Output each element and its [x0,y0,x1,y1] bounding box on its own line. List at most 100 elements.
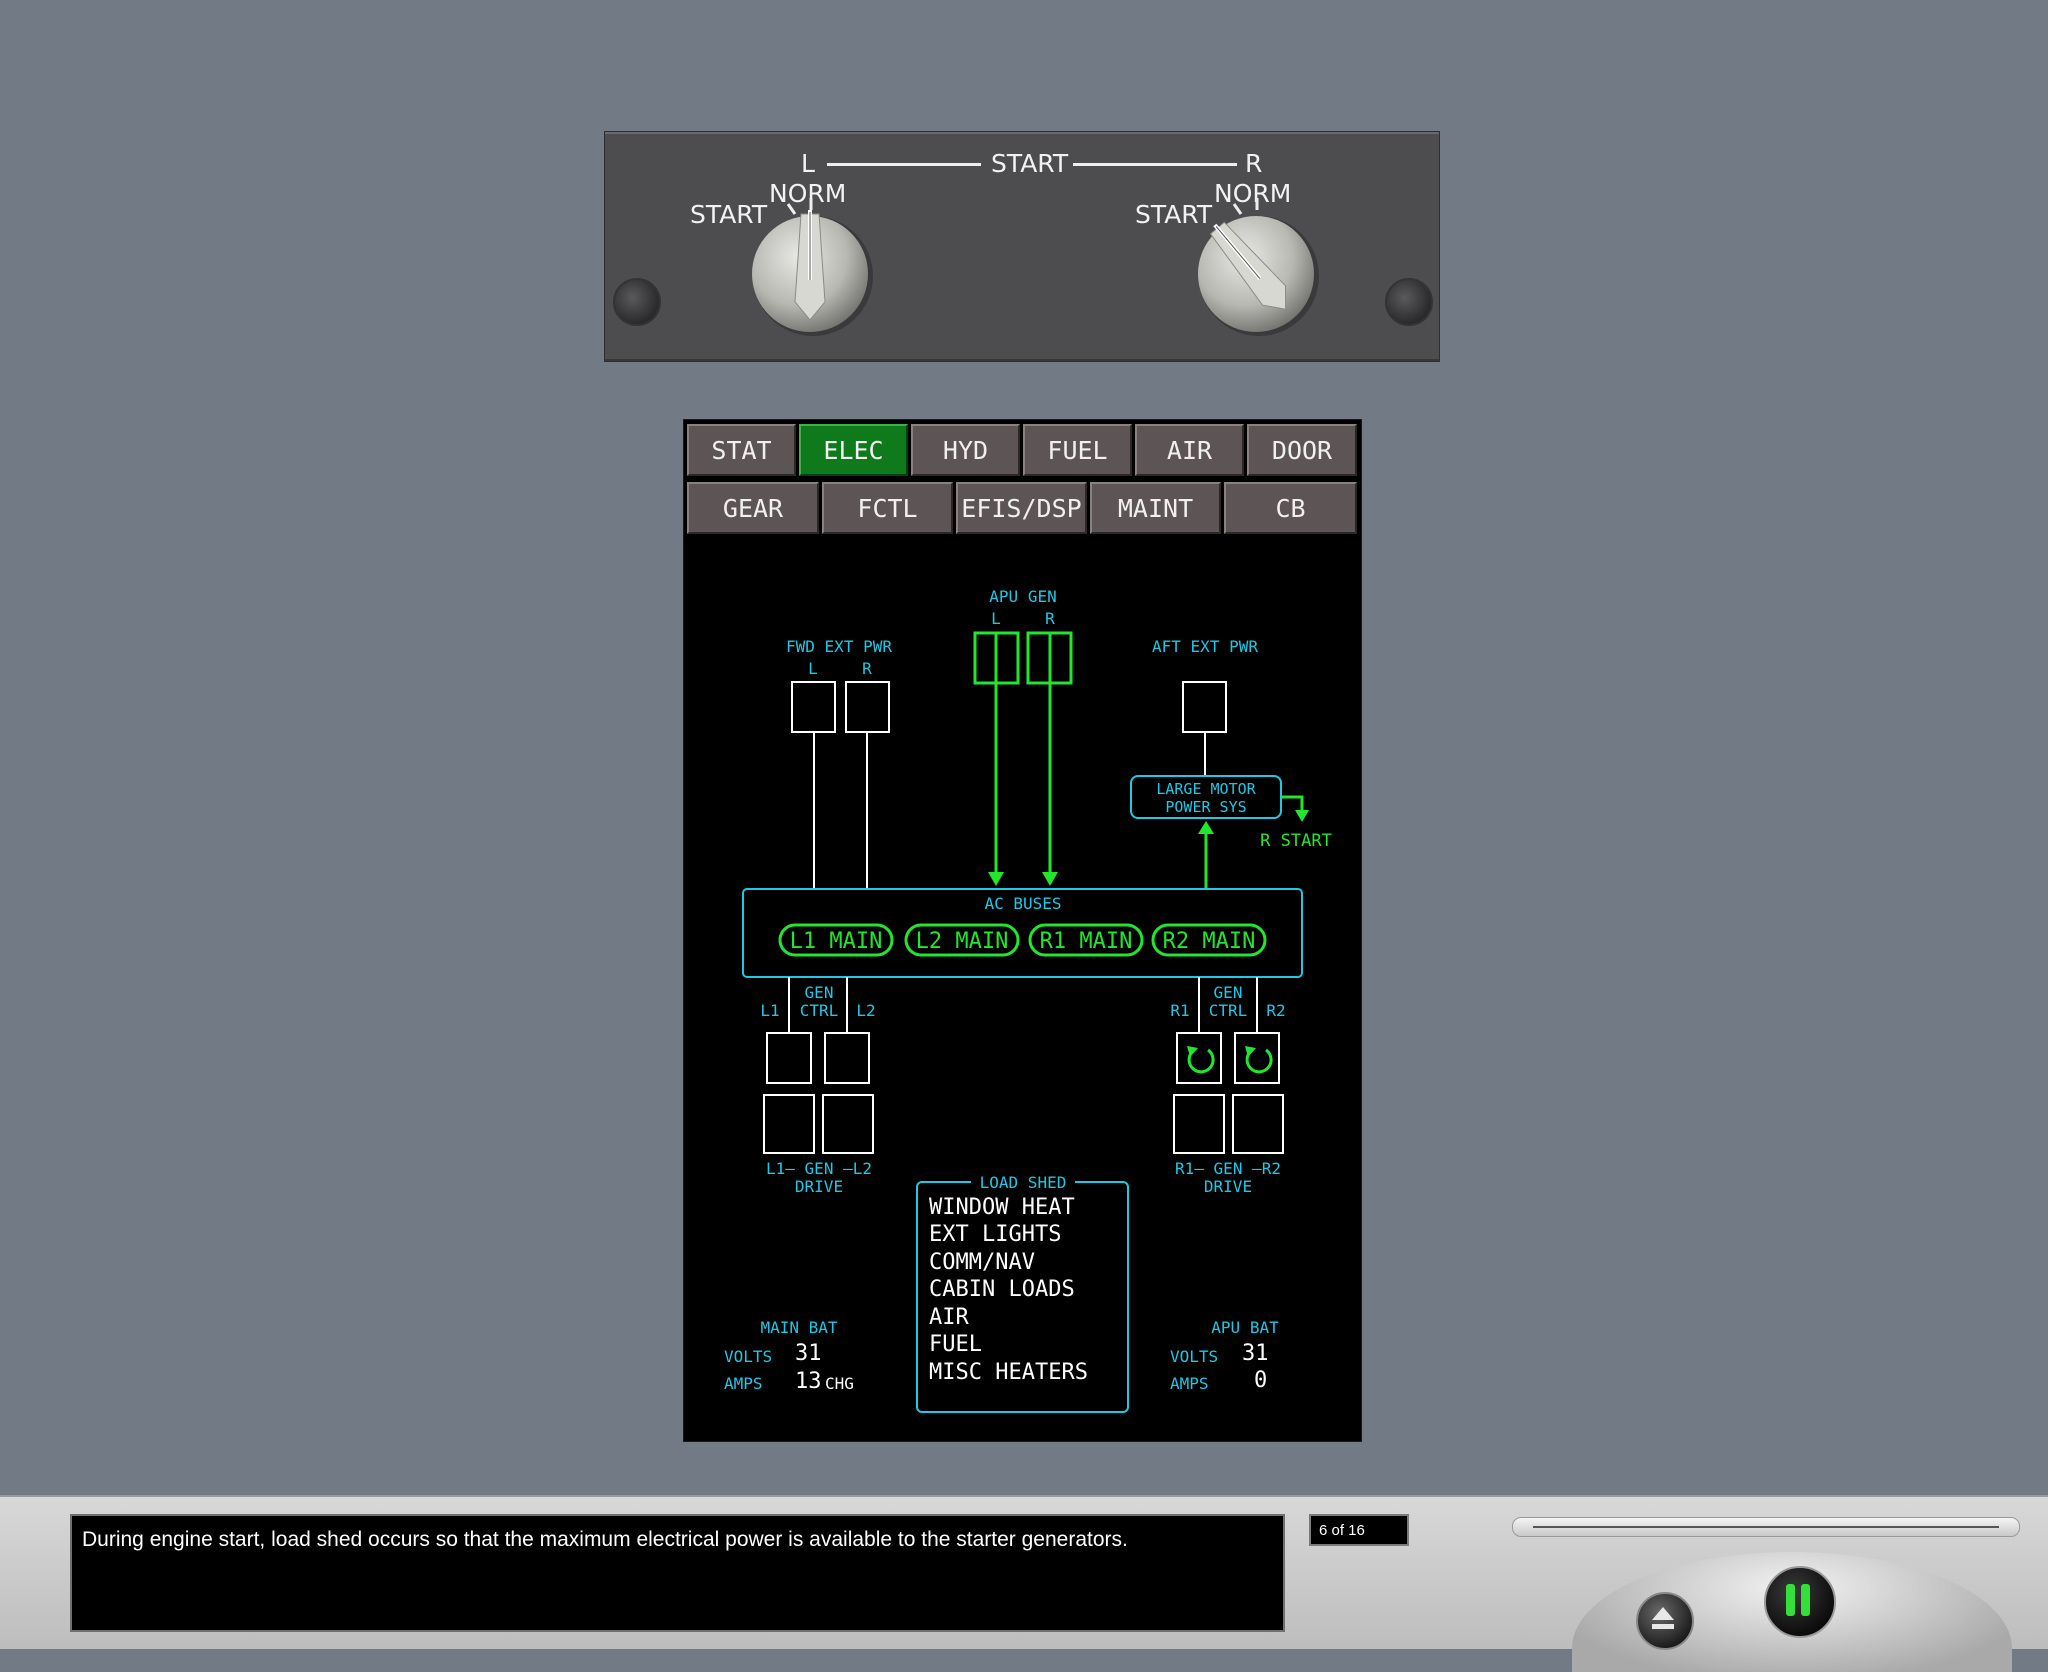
left-norm-label: NORM [769,179,847,208]
panel-screw-right [1385,278,1433,326]
fwd-ext-pwr-r-box [845,681,890,733]
caption-text: During engine start, load shed occurs so… [82,1528,1128,1551]
right-start-label: START [1135,200,1213,229]
left-start-selector-knob[interactable] [735,192,885,342]
right-side-label: R [1245,149,1263,178]
ac-buses-label: AC BUSES [984,894,1061,913]
start-title: START [991,149,1069,178]
progress-slider[interactable] [1512,1517,2020,1537]
apu-gen-l-label: L [991,609,1001,628]
tab-stat[interactable]: STAT [687,424,796,476]
left-gen-drive-l1-box [763,1094,815,1154]
eject-button[interactable] [1636,1592,1694,1650]
apu-bat-volts-label: VOLTS [1170,1347,1218,1366]
load-shed-item: COMM/NAV [929,1250,1035,1275]
left-gen-ctrl-l2-box [824,1032,870,1084]
main-bat-amps-label: AMPS [724,1374,763,1393]
left-gen-drive-l2-box [822,1094,874,1154]
bus-r2-main-label: R2 MAIN [1163,929,1256,954]
pause-icon [1786,1584,1810,1616]
bus-r1-main-label: R1 MAIN [1040,929,1133,954]
right-gen-ctrl-r2-box [1234,1032,1280,1084]
apu-gen-r-label: R [1045,609,1055,628]
main-bat-volts-value: 31 [795,1341,822,1366]
progress-slider-track [1533,1526,1999,1528]
load-shed-item: EXT LIGHTS [929,1222,1061,1247]
bus-l2-main [904,923,1020,957]
load-shed-title: LOAD SHED [980,1173,1067,1192]
tab-air[interactable]: AIR [1135,424,1244,476]
left-gen-ctrl-gen-label: GEN [805,983,834,1002]
main-bat-volts-label: VOLTS [724,1347,772,1366]
page-counter-text: 6 of 16 [1319,1521,1365,1539]
bus-l1-main-label: L1 MAIN [790,929,883,954]
start-title-line-right [1073,163,1237,166]
right-norm-label: NORM [1214,179,1292,208]
right-gen-ctrl-r1-box [1176,1032,1222,1084]
start-title-line-left [827,163,981,166]
elec-synoptic-diagram: FWD EXT PWR L R APU GEN L R AFT EXT PWR … [724,587,1332,1413]
eject-icon [1652,1607,1674,1629]
r2-starter-rotation-icon [1245,1046,1273,1074]
tab-efis-dsp[interactable]: EFIS/DSP [956,482,1087,534]
apu-bat-volts-value: 31 [1242,1341,1269,1366]
r-start-label: R START [1260,831,1332,851]
right-gen-ctrl-ctrl-label: CTRL [1209,1001,1248,1020]
load-shed-item: FUEL [929,1332,982,1357]
fwd-ext-pwr-l-box [791,681,836,733]
engine-start-panel: L START R NORM START NORM START [604,131,1440,362]
large-motor-label-2: POWER SYS [1165,798,1246,816]
r1-starter-rotation-icon [1187,1046,1215,1074]
left-gen-drive-label: DRIVE [795,1177,843,1196]
ac-buses-box [742,888,1303,978]
bus-r1-main [1028,923,1144,957]
right-gen-drive-line-label: R1— GEN —R2 [1175,1159,1281,1178]
tab-elec[interactable]: ELEC [799,424,908,476]
left-gen-l1-label: L1 [760,1001,779,1020]
right-gen-r2-label: R2 [1266,1001,1285,1020]
right-gen-r1-label: R1 [1170,1001,1189,1020]
left-gen-drive-line-label: L1— GEN —L2 [766,1159,872,1178]
bus-l1-main [778,923,894,957]
left-gen-ctrl-ctrl-label: CTRL [800,1001,839,1020]
right-gen-drive-r2-box [1232,1094,1284,1154]
load-shed-item: CABIN LOADS [929,1277,1075,1302]
left-side-label: L [801,149,815,178]
aft-ext-pwr-box [1182,681,1227,733]
apu-gen-label: APU GEN [989,587,1056,606]
pause-button[interactable] [1764,1566,1836,1638]
main-bat-chg-label: CHG [825,1374,854,1393]
tab-cb[interactable]: CB [1224,482,1357,534]
load-shed-item: MISC HEATERS [929,1360,1088,1385]
left-gen-ctrl-l1-box [766,1032,812,1084]
tab-maint[interactable]: MAINT [1090,482,1221,534]
caption-box: During engine start, load shed occurs so… [70,1514,1285,1632]
tab-hyd[interactable]: HYD [911,424,1020,476]
tab-gear[interactable]: GEAR [687,482,819,534]
left-start-label: START [690,200,768,229]
panel-screw-left [613,278,661,326]
right-gen-drive-label: DRIVE [1204,1177,1252,1196]
right-start-selector-knob[interactable] [1181,192,1331,342]
load-shed-item: AIR [929,1305,969,1330]
bus-l2-main-label: L2 MAIN [916,929,1009,954]
bus-r2-main [1151,923,1267,957]
page-counter: 6 of 16 [1309,1514,1409,1546]
fwd-ext-pwr-r-label: R [862,659,872,678]
right-gen-drive-r1-box [1173,1094,1225,1154]
left-gen-l2-label: L2 [856,1001,875,1020]
tab-door[interactable]: DOOR [1247,424,1357,476]
aft-ext-pwr-label: AFT EXT PWR [1152,637,1258,656]
apu-bat-amps-value: 0 [1254,1368,1267,1393]
main-bat-title: MAIN BAT [760,1318,837,1337]
main-bat-amps-value: 13 [795,1369,822,1394]
apu-bat-amps-label: AMPS [1170,1374,1209,1393]
fwd-ext-pwr-l-label: L [808,659,818,678]
fwd-ext-pwr-label: FWD EXT PWR [786,637,892,656]
playback-controls-pod [1572,1552,2012,1672]
apu-bat-title: APU BAT [1211,1318,1279,1337]
tab-fuel[interactable]: FUEL [1023,424,1132,476]
right-gen-ctrl-gen-label: GEN [1214,983,1243,1002]
player-control-bar: During engine start, load shed occurs so… [0,1495,2048,1672]
tab-fctl[interactable]: FCTL [822,482,953,534]
